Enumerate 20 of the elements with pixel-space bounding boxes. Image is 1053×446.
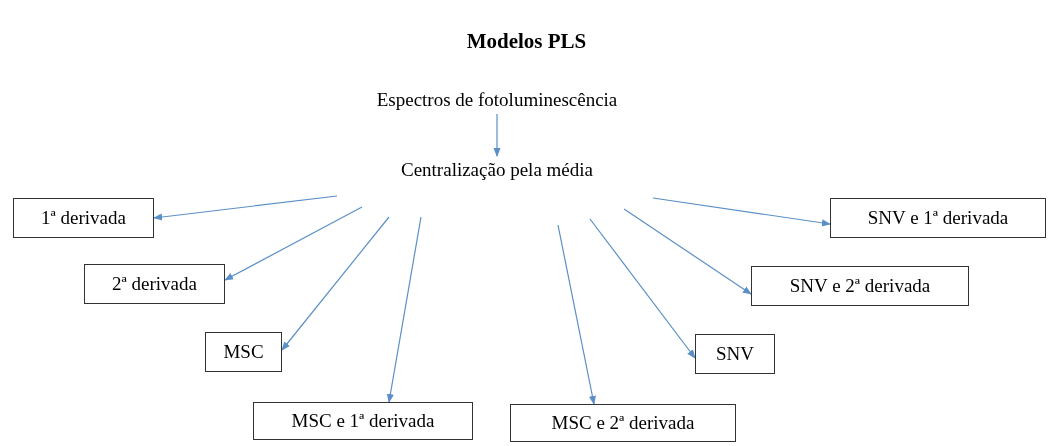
- arrow: [589, 218, 696, 359]
- step-text: Espectros de fotoluminescência: [352, 86, 642, 114]
- arrow: [224, 206, 363, 281]
- process-box: SNV e 1ª derivada: [830, 198, 1046, 238]
- arrow: [386, 216, 422, 403]
- process-box: MSC e 1ª derivada: [253, 402, 473, 440]
- arrow: [623, 208, 752, 295]
- process-box: MSC: [205, 332, 282, 372]
- process-box: 2ª derivada: [84, 264, 225, 304]
- process-box: SNV e 2ª derivada: [751, 266, 969, 306]
- diagram-title: Modelos PLS: [466, 28, 587, 55]
- process-box: 1ª derivada: [13, 198, 154, 238]
- arrow: [493, 113, 501, 157]
- arrow: [281, 216, 390, 351]
- process-box: SNV: [695, 334, 775, 374]
- arrow: [557, 224, 596, 405]
- process-box: MSC e 2ª derivada: [510, 404, 736, 442]
- arrow: [652, 197, 831, 227]
- arrow: [153, 195, 338, 221]
- step-text: Centralização pela média: [367, 156, 627, 184]
